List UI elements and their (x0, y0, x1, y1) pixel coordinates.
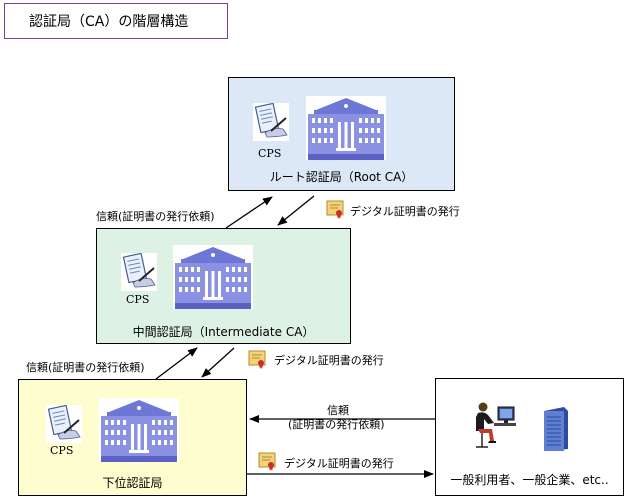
issue-label-subordinate: デジタル証明書の発行 (284, 457, 394, 470)
subordinate-ca-box: CPS 下位認証局 (18, 379, 247, 496)
subordinate-ca-label: 下位認証局 (102, 476, 163, 490)
diagram-title: 認証局（CA）の階層構造 (4, 3, 228, 39)
intermediate-ca-box: CPS 中間認証局（Intermediate CA） (96, 228, 351, 344)
arrow-sub-to-mid (155, 347, 198, 380)
arrow-mid-to-root (225, 196, 273, 229)
arrow-mid-to-sub (201, 347, 235, 378)
intermediate-ca-label: 中間認証局（Intermediate CA） (132, 325, 315, 339)
server-icon (540, 405, 570, 451)
end-users-label: 一般利用者、一般企業、etc.. (450, 473, 609, 487)
certificate-icon (248, 349, 268, 369)
root-ca-label: ルート認証局（Root CA） (269, 170, 414, 184)
trust-label-users: 信頼 (327, 404, 349, 417)
end-users-box: 一般利用者、一般企業、etc.. (435, 378, 624, 496)
issue-label-intermediate: デジタル証明書の発行 (274, 354, 384, 367)
certificate-icon (258, 451, 278, 471)
trust-request-label-root: 信頼(証明書の発行依頼) (96, 210, 215, 223)
subordinate-cps-label: CPS (50, 444, 74, 457)
certificate-icon (326, 199, 346, 219)
trust-request-label-intermediate: 信頼(証明書の発行依頼) (26, 361, 145, 374)
trust-request-label-users: (証明書の発行依頼) (288, 418, 385, 431)
arrow-root-to-mid (277, 195, 315, 226)
person-at-computer-icon (472, 401, 518, 449)
intermediate-cps-label: CPS (126, 293, 150, 306)
issue-label-root: デジタル証明書の発行 (350, 205, 460, 218)
root-cps-label: CPS (258, 147, 282, 160)
root-ca-box: CPS ルート認証局（Root CA） (228, 77, 455, 191)
